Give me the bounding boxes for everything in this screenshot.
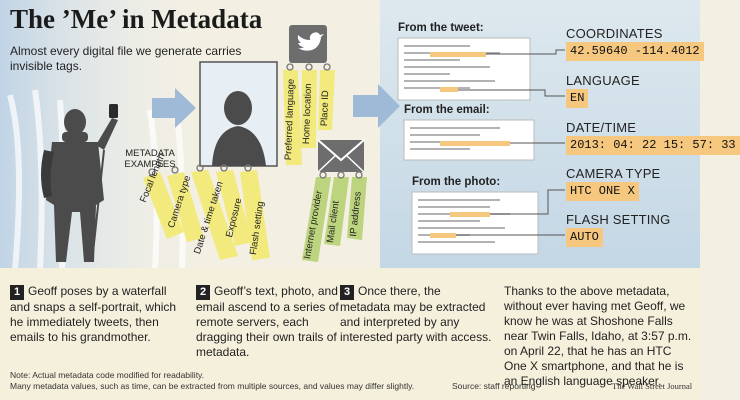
step-number: 2 [196, 285, 210, 300]
field-label-language: LANGUAGE [566, 73, 640, 88]
tweet-tag-ribbons [283, 70, 335, 165]
source-credit: Source: staff reporting [452, 381, 536, 391]
metadata-examples-label: METADATA EXAMPLES [124, 148, 176, 170]
field-value-flash-setting: AUTO [566, 228, 603, 247]
page-title: The ’Me’ in Metadata [10, 4, 263, 34]
footnote-readability: Note: Actual metadata code modified for … [10, 370, 205, 380]
photo-tag-ribbons [143, 170, 270, 260]
conclusion-text: Thanks to the above metadata, without ev… [504, 284, 692, 388]
tweet-tag-place-id: Place ID [319, 90, 332, 127]
illustration-layer [0, 0, 700, 271]
page-subtitle: Almost every digital file we generate ca… [10, 44, 242, 73]
tweet-document [397, 37, 531, 101]
email-tag-ribbons [302, 177, 367, 262]
field-value-coordinates: 42.59640 -114.4012 [566, 42, 704, 61]
source-heading-email: From the email: [404, 104, 490, 116]
field-label-camera-type: CAMERA TYPE [566, 166, 661, 181]
tweet-tag-home-location: Home location [301, 83, 315, 145]
connector-lines [456, 49, 565, 236]
right-arrow-icon [152, 84, 400, 128]
step-text: Geoff poses by a waterfall and snaps a s… [10, 284, 177, 344]
step-text: Geoff’s text, photo, and email ascend to… [196, 284, 339, 359]
photo-document [411, 191, 539, 255]
field-label-date-time: DATE/TIME [566, 120, 637, 135]
field-label-coordinates: COORDINATES [566, 26, 663, 41]
hiker-silhouette [41, 104, 118, 263]
step-number: 3 [340, 285, 354, 300]
twitter-bird-icon [289, 25, 327, 63]
field-value-date-time: 2013: 04: 22 15: 57: 33 [566, 136, 740, 155]
envelope-icon [317, 139, 365, 173]
field-value-camera-type: HTC ONE X [566, 182, 639, 201]
field-label-flash-setting: FLASH SETTING [566, 212, 671, 227]
email-document [403, 119, 535, 161]
footnote-multiple-sources: Many metadata values, such as time, can … [10, 381, 415, 391]
step-number: 1 [10, 285, 24, 300]
field-value-language: EN [566, 89, 589, 108]
source-heading-photo: From the photo: [412, 176, 501, 188]
metadata-infographic: The ’Me’ in Metadata Almost every digita… [0, 0, 740, 391]
clip-rings [148, 63, 363, 179]
source-heading-tweet: From the tweet: [398, 22, 484, 34]
publisher-credit: The Wall Street Journal [612, 381, 693, 391]
step-text: Once there, the metadata may be extracte… [340, 284, 492, 344]
portrait-silhouette [212, 91, 266, 166]
